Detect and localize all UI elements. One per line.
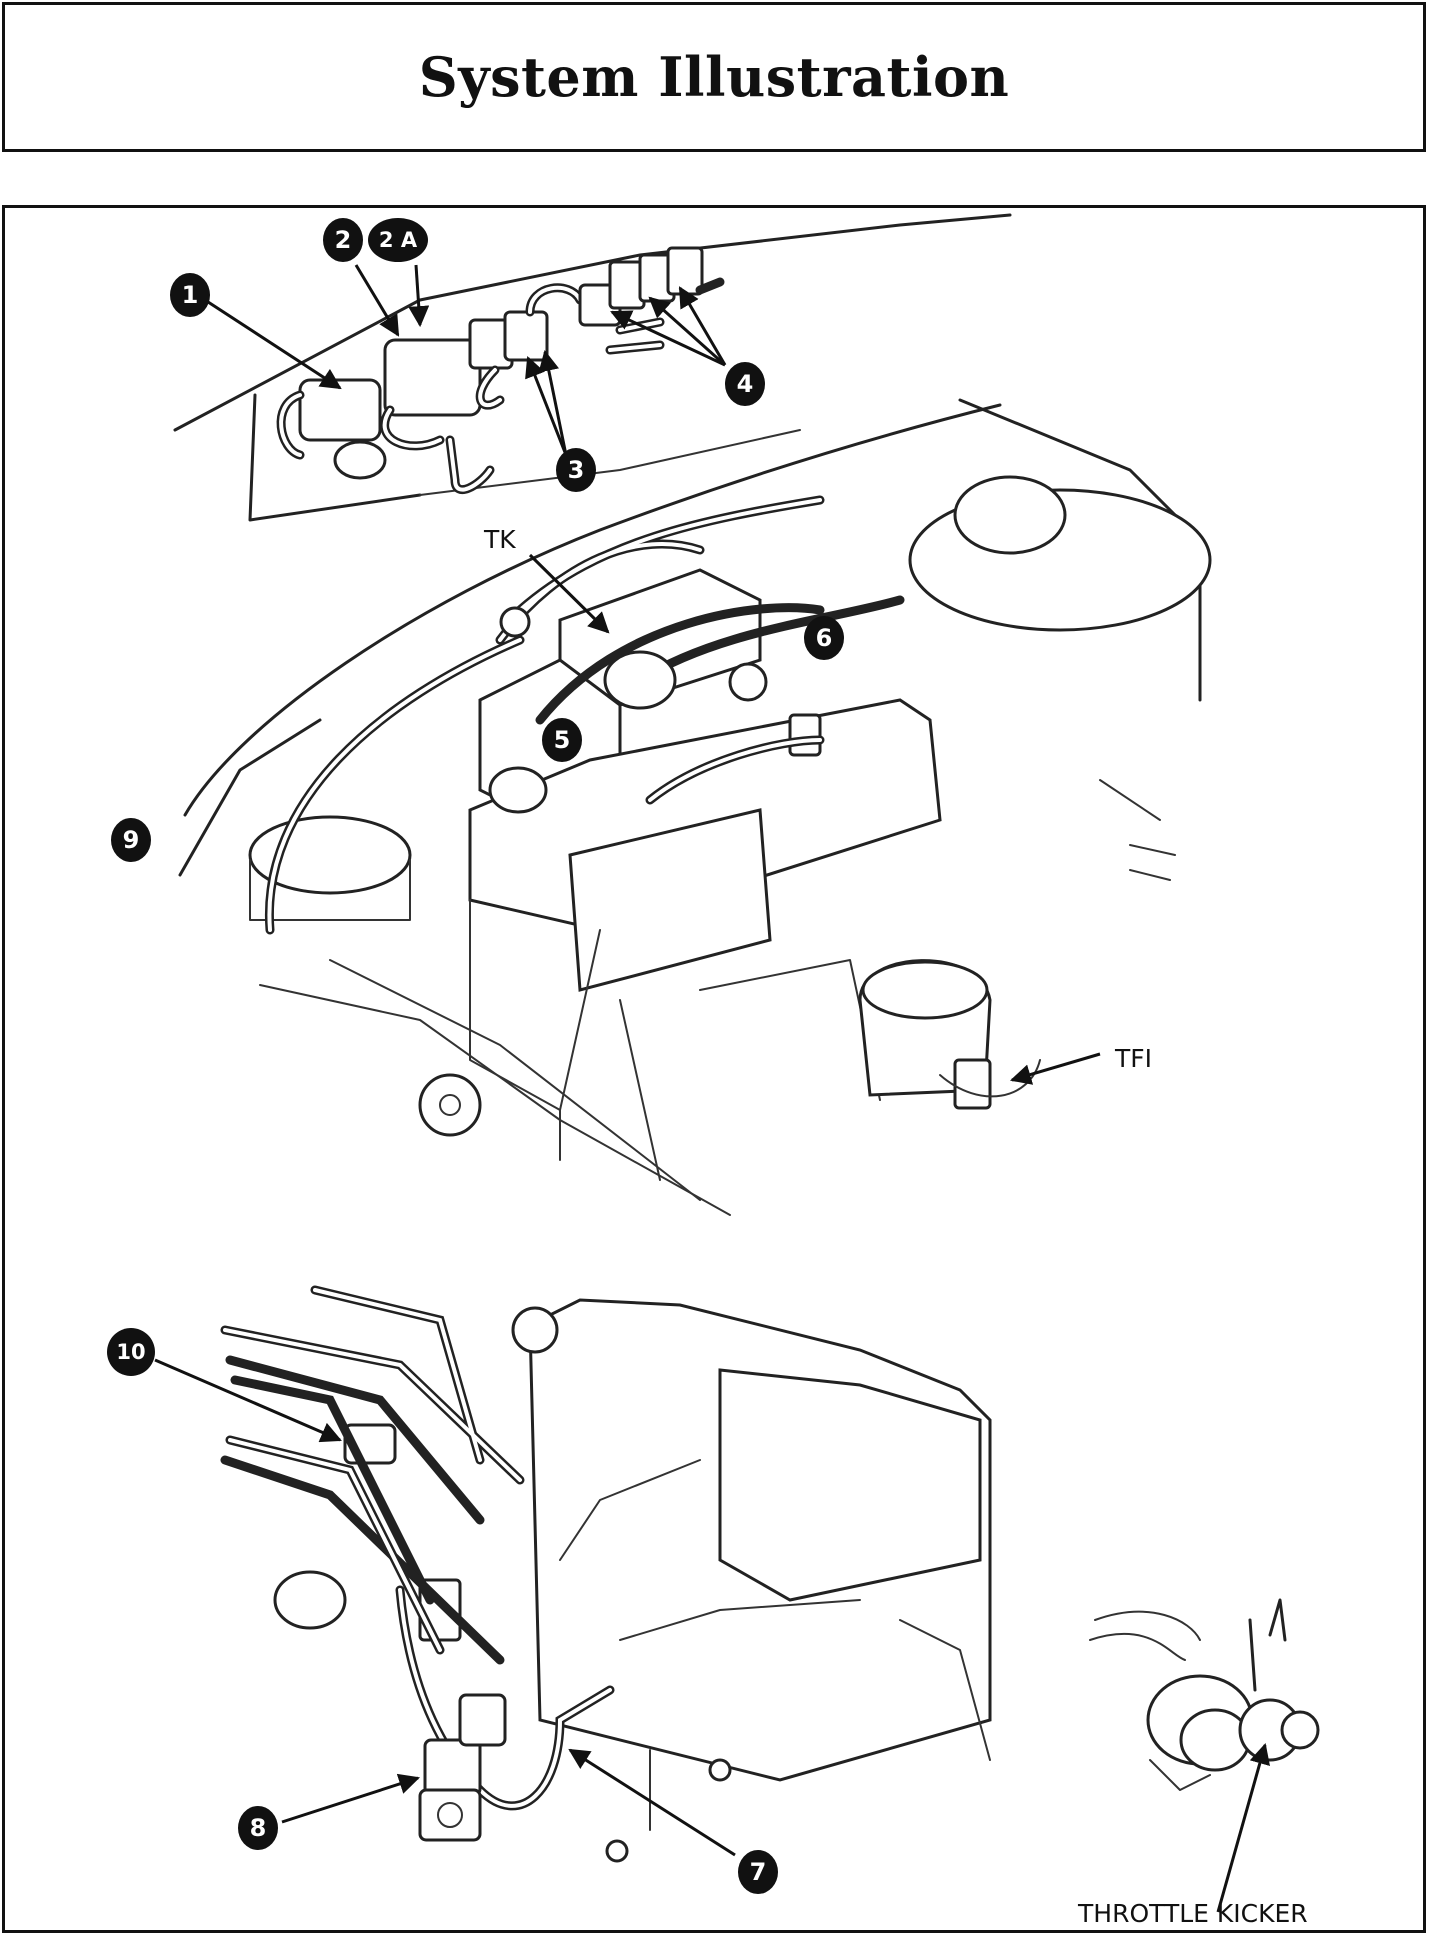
label-tk: TK: [483, 525, 516, 554]
svg-text:8: 8: [250, 1814, 267, 1842]
svg-text:2 A: 2 A: [379, 228, 418, 252]
svg-text:7: 7: [750, 1858, 767, 1886]
svg-text:5: 5: [554, 726, 571, 754]
svg-text:3: 3: [568, 456, 585, 484]
page-title: System Illustration: [418, 45, 1010, 109]
callout-5: 5: [542, 718, 582, 762]
callout-9: 9: [111, 818, 151, 862]
svg-text:2: 2: [335, 226, 352, 254]
svg-text:10: 10: [116, 1340, 145, 1364]
title-box: System Illustration: [2, 2, 1426, 152]
svg-text:4: 4: [737, 370, 754, 398]
label-tfi: TFI: [1114, 1044, 1152, 1073]
engine-main-view: [178, 398, 1212, 1216]
callout-1: 1: [170, 273, 210, 317]
svg-text:1: 1: [182, 281, 199, 309]
callout-2: 2: [323, 218, 363, 262]
leader-lines: [154, 264, 1270, 1913]
callout-10: 10: [107, 1328, 155, 1376]
engine-lower-view: [220, 1285, 992, 1863]
callout-6: 6: [804, 616, 844, 660]
svg-text:6: 6: [816, 624, 833, 652]
callout-7: 7: [738, 1850, 778, 1894]
callout-4: 4: [725, 362, 765, 406]
throttle-kicker-inset: [1089, 1598, 1320, 1791]
callout-2a: 2 A: [368, 218, 428, 262]
callout-3: 3: [556, 448, 596, 492]
svg-text:9: 9: [123, 826, 140, 854]
label-throttle-kicker: THROTTLE KICKER: [1077, 1899, 1308, 1928]
figure-frame: [2, 205, 1426, 1933]
callout-8: 8: [238, 1806, 278, 1850]
